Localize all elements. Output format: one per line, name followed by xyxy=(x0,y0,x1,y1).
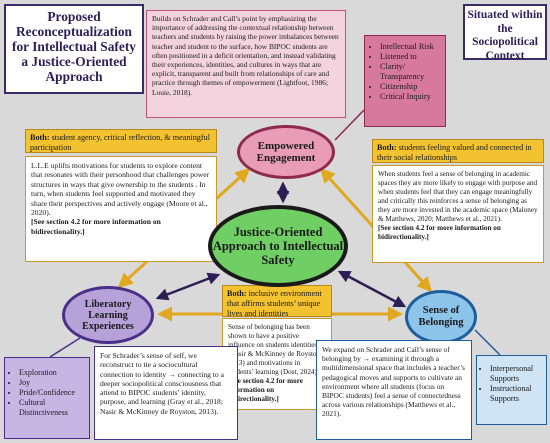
connector-empowered-list xyxy=(334,109,365,141)
both-left-ref: [See section 4.2 for more information on… xyxy=(31,217,161,236)
connector-belonging-list xyxy=(474,329,501,356)
both-right-body: When students feel a sense of belonging … xyxy=(378,170,538,223)
both-bottom-lead: Both: xyxy=(227,289,247,298)
both-bottom-text: inclusive environment that affirms stude… xyxy=(227,289,322,318)
both-bottom-label: Both: inclusive environment that affirms… xyxy=(222,285,332,318)
liberatory-item: Joy xyxy=(19,378,86,388)
empowered-items: Intellectual Risk Listened to Clarity/ T… xyxy=(364,35,446,127)
empowered-description: Builds on Schrader and Call’s point by e… xyxy=(146,10,346,118)
arrow-center-belonging xyxy=(337,270,407,308)
connector-liberatory-list xyxy=(49,337,81,358)
belonging-description: We expand on Schrader and Call’s sense o… xyxy=(316,340,472,440)
empowered-item: Intellectual Risk xyxy=(380,42,442,52)
liberatory-learning-node: Liberatory Learning Experiences xyxy=(62,286,154,344)
empowered-item: Listened to xyxy=(380,52,442,62)
both-right-text: students feeling valued and connected in… xyxy=(377,143,532,162)
arrow-center-liberatory xyxy=(155,272,221,301)
both-bottom-body: Sense of belonging has been shown to hav… xyxy=(228,323,323,376)
liberatory-item: Cultural Distinctiveness xyxy=(19,398,86,418)
sense-of-belonging-node: Sense of Belonging xyxy=(405,290,477,344)
both-left-box: L.L.E uplifts motivations for students t… xyxy=(25,156,217,262)
belonging-items: Interpersonal Supports Instructional Sup… xyxy=(476,355,547,425)
liberatory-item: Pride/Confidence xyxy=(19,388,86,398)
diagram-title: Proposed Reconceptualization for Intelle… xyxy=(4,4,144,94)
both-right-ref: [See section 4.2 for more information on… xyxy=(378,224,501,241)
both-right-box: When students feel a sense of belonging … xyxy=(372,165,544,263)
liberatory-items: Exploration Joy Pride/Confidence Cultura… xyxy=(4,357,90,439)
both-right-lead: Both: xyxy=(377,143,397,152)
both-left-lead: Both: xyxy=(30,133,50,142)
liberatory-description: For Schrader’s sense of self, we reconst… xyxy=(94,346,238,440)
belonging-item: Instructional Supports xyxy=(490,384,543,404)
liberatory-item: Exploration xyxy=(19,368,86,378)
justice-oriented-center-node: Justice-Oriented Approach to Intellectua… xyxy=(208,205,348,287)
sociopolitical-context-label: Situated within the Sociopolitical Conte… xyxy=(463,4,547,62)
both-bottom-ref: [See section 4.2 for more information on… xyxy=(228,377,303,403)
both-left-body: L.L.E uplifts motivations for students t… xyxy=(31,161,210,218)
both-right-label: Both: students feeling valued and connec… xyxy=(372,139,544,163)
empowered-engagement-node: Empowered Engagement xyxy=(237,125,335,179)
empowered-item: Citizenship xyxy=(380,82,442,92)
empowered-item: Critical Inquiry xyxy=(380,92,442,102)
both-left-label: Both: student agency, critical reflectio… xyxy=(25,129,217,153)
both-left-text: student agency, critical reflection, & m… xyxy=(30,133,210,152)
belonging-item: Interpersonal Supports xyxy=(490,364,543,384)
empowered-item: Clarity/ Transparency xyxy=(380,62,442,82)
